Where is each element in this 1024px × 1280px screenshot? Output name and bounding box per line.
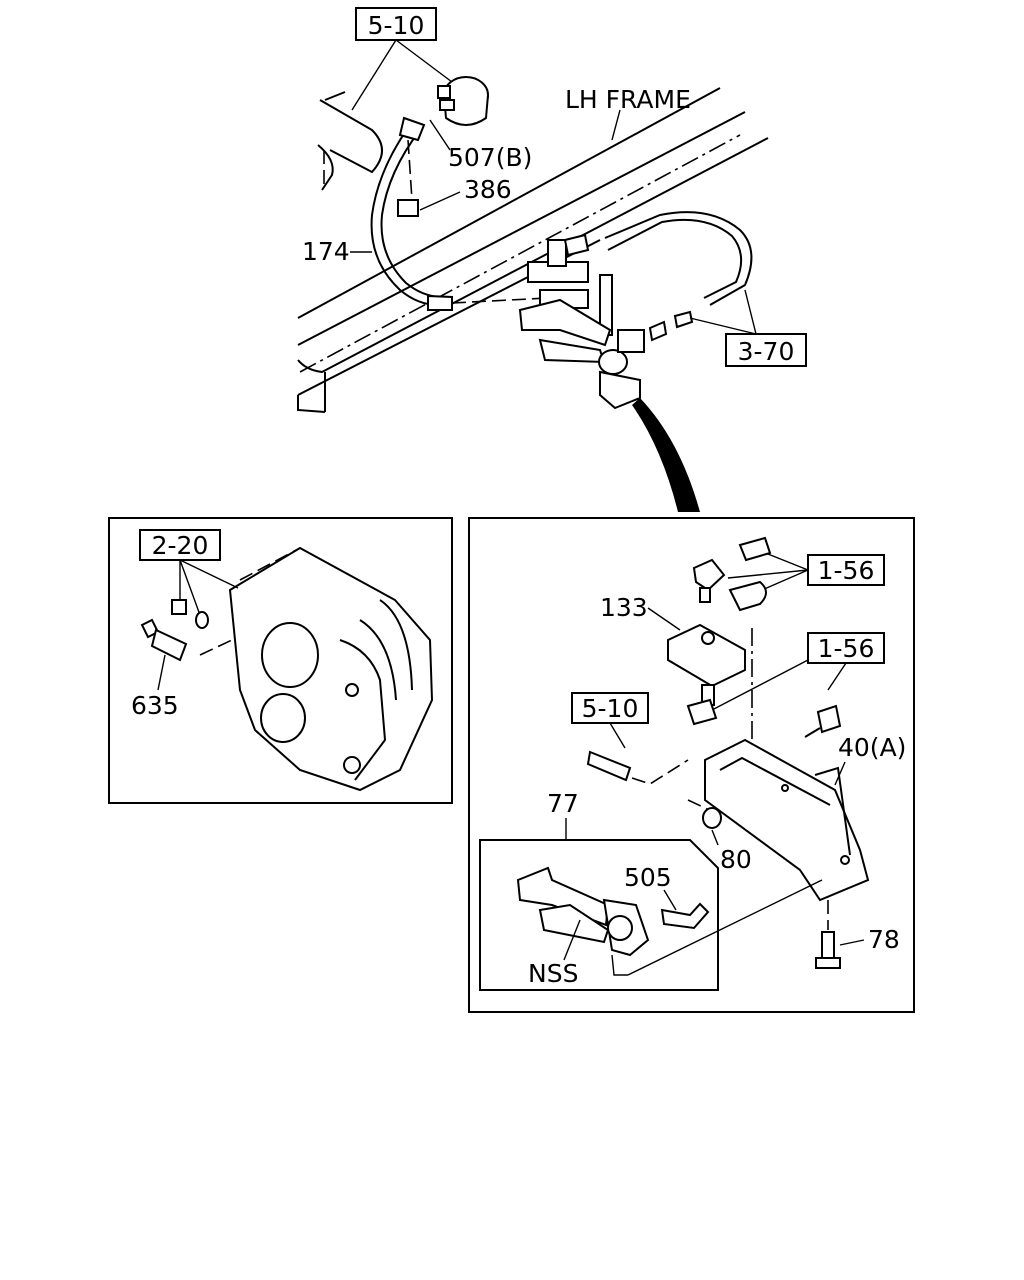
nut-80 (702, 807, 722, 829)
top-assembly: 5-10 3-70 LH FRAME 507(B) 386 174 (297, 7, 807, 512)
sensor-635 (140, 599, 209, 662)
ref-box-right-5-10 (571, 692, 649, 724)
valve-body-505 (516, 866, 823, 976)
stud-5-10 (586, 750, 689, 785)
left-inset-frame (108, 517, 453, 804)
label-386: 386 (464, 175, 512, 204)
label-80: 80 (720, 845, 752, 874)
ref-right-1-56-a: 1-56 (818, 556, 875, 585)
label-635: 635 (131, 691, 179, 720)
lh-frame-rail (297, 87, 769, 413)
label-nss: NSS (528, 959, 578, 988)
ref-right-1-56-b: 1-56 (818, 634, 875, 663)
bolt-78 (815, 900, 865, 969)
label-133: 133 (600, 593, 648, 622)
label-77: 77 (547, 789, 579, 818)
ref-box-left-2-20 (139, 529, 221, 561)
ref-top-5-10: 5-10 (368, 11, 425, 40)
label-40a: 40(A) (838, 733, 906, 762)
fittings-1-56 (692, 536, 772, 612)
air-tank (317, 99, 383, 191)
bolt-1-56 (804, 704, 842, 738)
valve-133 (667, 623, 753, 748)
right-inset: 1-56 1-56 5-10 133 (468, 517, 915, 1013)
bracket-40a (687, 738, 870, 902)
ref-right-5-10: 5-10 (582, 694, 639, 723)
hose-174 (370, 116, 549, 311)
flywheel-housing (199, 546, 434, 792)
ref-box-top-3-70 (725, 333, 807, 367)
label-174: 174 (302, 237, 350, 266)
label-lh-frame: LH FRAME (565, 85, 691, 114)
label-505: 505 (624, 863, 672, 892)
left-inset: 2-20 635 (108, 517, 453, 804)
label-78: 78 (868, 925, 900, 954)
hose-3-70 (604, 211, 753, 306)
ref-box-top-5-10 (355, 7, 437, 41)
connector-507b (437, 76, 489, 126)
pointer-arrow (632, 398, 700, 512)
label-507b: 507(B) (448, 143, 532, 172)
ref-box-right-1-56-b (807, 632, 885, 664)
ref-top-3-70: 3-70 (738, 337, 795, 366)
valve-assembly (518, 233, 694, 410)
clip-386 (397, 191, 461, 217)
ref-box-right-1-56-a (807, 554, 885, 586)
ref-left-2-20: 2-20 (152, 531, 209, 560)
